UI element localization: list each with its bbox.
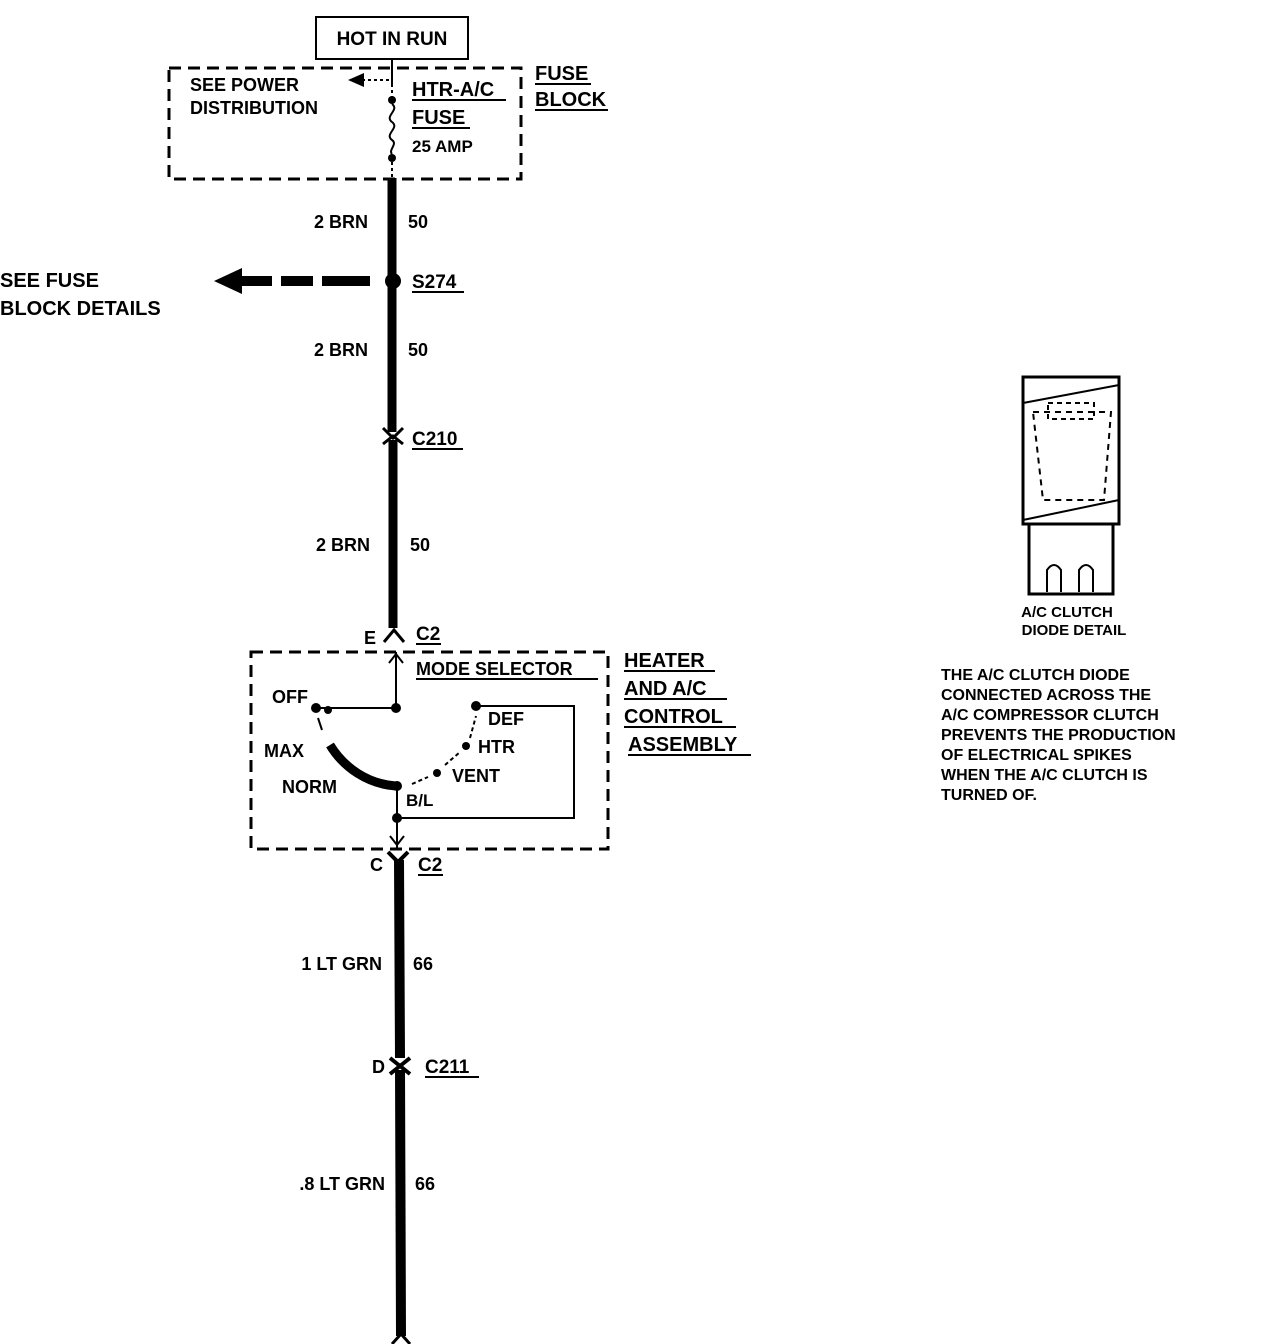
c210-female-icon (381, 426, 405, 441)
diode-inner-tab (1047, 402, 1095, 420)
pos-bl: B/L (406, 791, 433, 810)
splice-id: S274 (412, 272, 457, 293)
hot-in-run-box: HOT IN RUN (315, 16, 469, 60)
continuation-connector-icon (390, 1331, 412, 1344)
def-return-wire (396, 705, 575, 819)
diode-pin-left-icon (1046, 564, 1062, 592)
note-line: OF ELECTRICAL SPIKES (941, 747, 1132, 764)
wire-1-size-color: 2 BRN (314, 212, 368, 232)
note-line: A/C COMPRESSOR CLUTCH (941, 707, 1159, 724)
c211-male-icon (388, 1063, 412, 1076)
c211-label: C211 (425, 1057, 470, 1078)
diode-edge-top (1022, 384, 1120, 404)
diode-note: THE A/C CLUTCH DIODE CONNECTED ACROSS TH… (941, 667, 1176, 804)
mode-selector-wiper (326, 742, 397, 791)
see-power-line2: DISTRIBUTION (190, 98, 318, 118)
off-terminal (311, 703, 321, 713)
wire-4-circuit: 66 (413, 954, 433, 974)
c2-bottom-pin: C (370, 855, 383, 875)
splice-s274: S274 (214, 268, 464, 294)
diode-inner-outline (1031, 411, 1113, 501)
hot-in-run-label: HOT IN RUN (337, 29, 448, 50)
splice-ref-arrow-icon (214, 268, 242, 294)
wire-3-size-color: 2 BRN (316, 535, 370, 555)
diode-caption-line1: A/C CLUTCH (1021, 604, 1113, 621)
c2-top-label: C2 (416, 624, 440, 645)
diode-pin-right-icon (1078, 564, 1094, 592)
wire-2-size-color: 2 BRN (314, 340, 368, 360)
pos-max: MAX (264, 741, 304, 761)
htr-terminal (462, 742, 470, 750)
control-assembly: MODE SELECTOR OFF MAX NORM B/L VENT HTR … (249, 650, 610, 851)
splice-ref-line2: BLOCK DETAILS (0, 298, 161, 320)
pos-vent: VENT (452, 766, 500, 786)
c2-top-icon (382, 627, 406, 643)
splice-ref-line1: SEE FUSE (0, 270, 99, 292)
note-line: THE A/C CLUTCH DIODE (941, 667, 1130, 684)
wire-5-circuit: 66 (415, 1174, 435, 1194)
wire-3-circuit: 50 (410, 535, 430, 555)
note-line: PREVENTS THE PRODUCTION (941, 727, 1176, 744)
fuse-block-title-line2: BLOCK (535, 89, 607, 111)
def-dash (469, 715, 477, 739)
c210-label: C210 (412, 429, 457, 450)
off-terminal-2 (324, 706, 332, 714)
wire-4-size-color: 1 LT GRN (301, 954, 382, 974)
diode-edge-bottom (1022, 499, 1120, 521)
c2-bottom-label: C2 (418, 855, 442, 876)
wire-ltgrn-lower (395, 1069, 406, 1337)
max-dash (317, 717, 323, 731)
diode-connector-base (1027, 522, 1115, 596)
fuse-terminal-top (388, 96, 396, 104)
wire-2-circuit: 50 (408, 340, 428, 360)
pos-norm: NORM (282, 777, 337, 797)
fuse-name-line2: FUSE (412, 107, 465, 129)
vent-dash (411, 776, 429, 785)
connector-c2-bottom: C C2 (370, 850, 443, 876)
assembly-line3: CONTROL (624, 706, 723, 728)
fuse-block-outline (167, 66, 523, 181)
output-junction (392, 813, 402, 823)
assembly-line4: ASSEMBLY (628, 734, 738, 756)
see-power-line1: SEE POWER (190, 75, 299, 95)
connector-c211: D C211 (372, 1056, 479, 1078)
pos-htr: HTR (478, 737, 515, 757)
fuse-block: SEE POWER DISTRIBUTION HTR-A/C FUSE 25 A… (167, 66, 523, 181)
fuse-symbol-icon (388, 103, 396, 155)
power-ref-arrow-icon (348, 73, 364, 87)
c210-male-icon (382, 434, 404, 446)
note-line: CONNECTED ACROSS THE (941, 687, 1151, 704)
connector-c2-top: E C2 (364, 624, 441, 648)
connector-c210: C210 (381, 426, 463, 450)
fuse-terminal-bottom (388, 154, 396, 162)
c211-pin: D (372, 1057, 385, 1077)
vent-terminal (433, 769, 441, 777)
c2-top-pin: E (364, 628, 376, 648)
splice-dot (385, 273, 401, 289)
assembly-line1: HEATER (624, 650, 705, 672)
assembly-line2: AND A/C (624, 678, 707, 700)
wire-5-size-color: .8 LT GRN (299, 1174, 385, 1194)
note-line: TURNED OF. (941, 787, 1037, 804)
fuse-name-line1: HTR-A/C (412, 79, 494, 101)
diode-detail-drawing (1021, 375, 1121, 596)
fuse-block-title-line1: FUSE (535, 63, 588, 85)
pos-off: OFF (272, 687, 308, 707)
wire-ltgrn-upper (394, 859, 405, 1059)
htr-dash (444, 751, 461, 766)
wire-1-circuit: 50 (408, 212, 428, 232)
mode-selector-label: MODE SELECTOR (416, 659, 573, 679)
switch-input-arrow-icon (388, 652, 404, 664)
fuse-rating: 25 AMP (412, 137, 473, 156)
switch-output-arrow-icon (389, 835, 405, 847)
diode-caption-line2: DIODE DETAIL (1022, 622, 1127, 639)
control-assembly-outline (249, 650, 610, 851)
pos-def: DEF (488, 709, 524, 729)
note-line: WHEN THE A/C CLUTCH IS (941, 767, 1148, 784)
